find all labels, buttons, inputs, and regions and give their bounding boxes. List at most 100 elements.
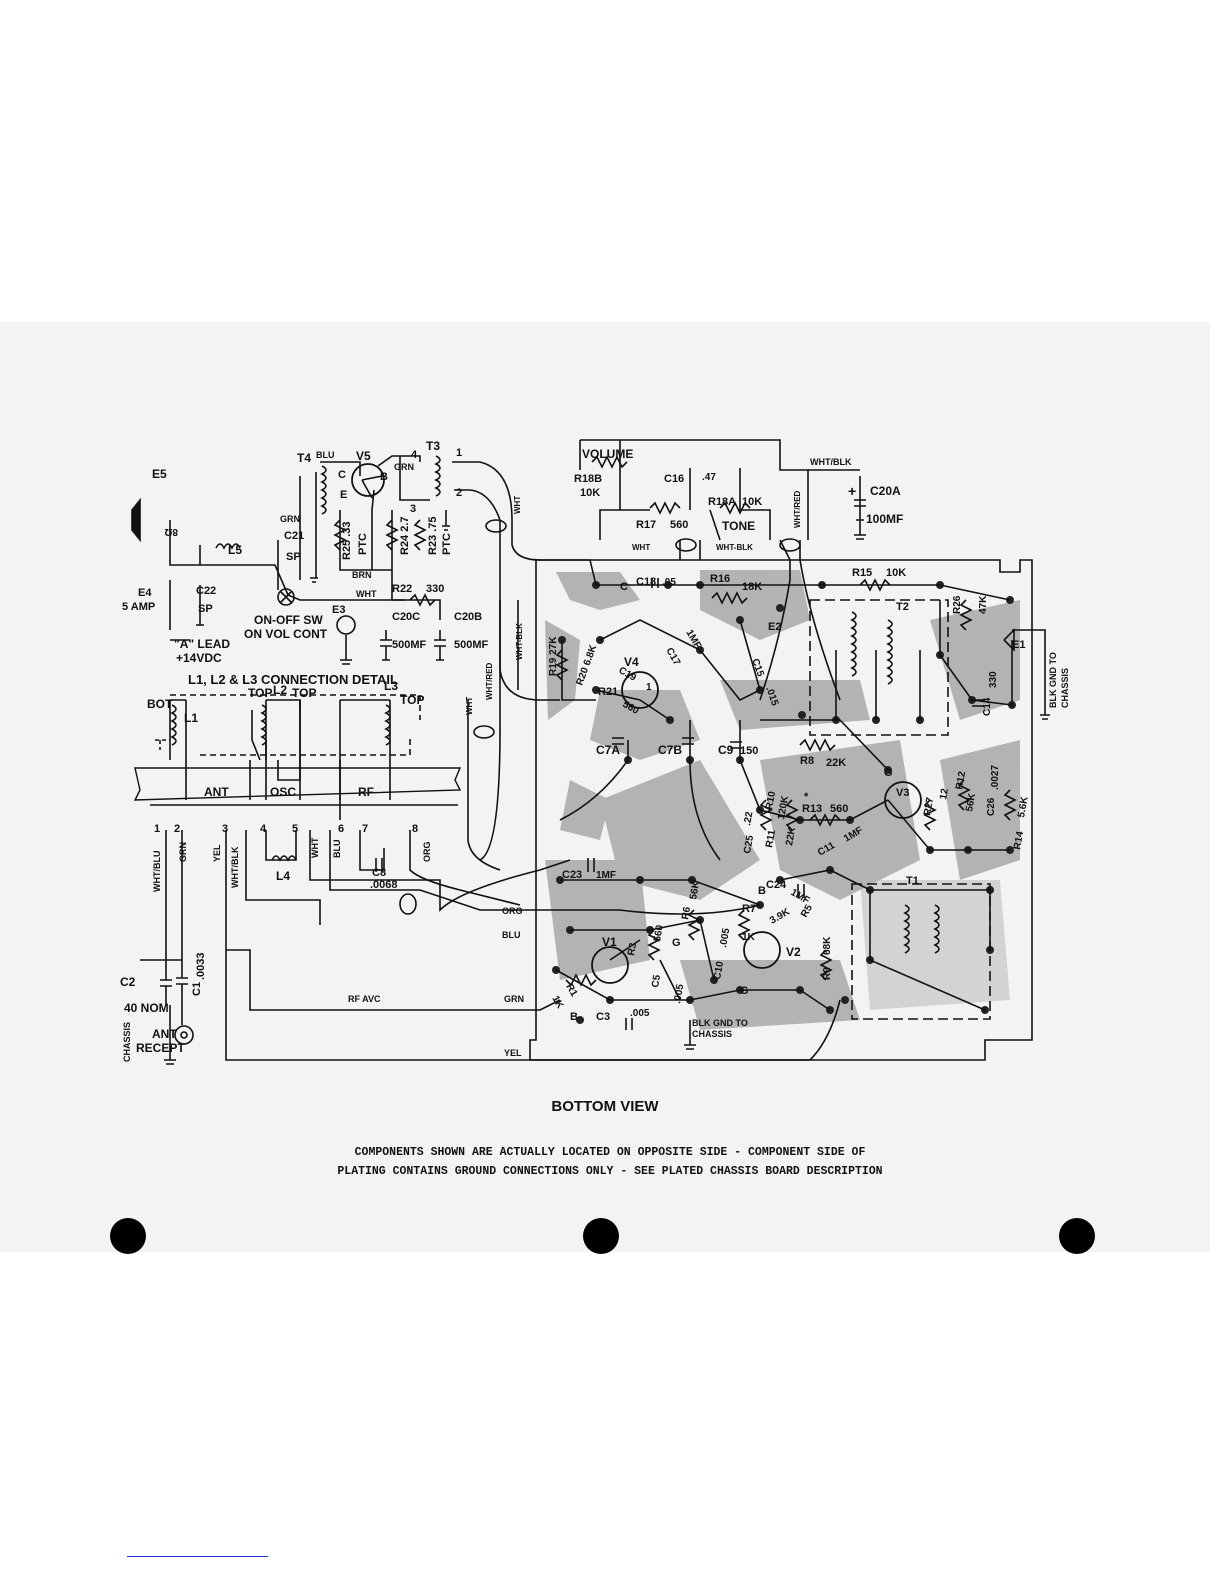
label-c26-value: .0027	[990, 765, 1001, 790]
label-r23: R23 .75	[427, 516, 439, 555]
label-r1-value: 1K	[549, 994, 565, 1011]
wiring	[133, 439, 1050, 1065]
label-c25-value: .22	[742, 810, 755, 826]
label-c17: C17	[663, 646, 682, 668]
label-gang-osc: OSC	[270, 785, 296, 799]
label-c20b: C20B	[454, 611, 482, 623]
label-r6-value: 56K	[688, 880, 702, 901]
label-blu-harness: BLU	[502, 930, 521, 940]
label-c20a-plus: +	[848, 483, 856, 499]
label-c19-value: 1	[646, 682, 652, 693]
punch-hole-left	[110, 1218, 146, 1254]
label-c1-value: .0033	[195, 952, 207, 980]
label-v4-c: C	[620, 581, 628, 593]
label-r12: R12	[954, 770, 968, 790]
label-v1: V1	[602, 935, 617, 949]
label-c9-value: 150	[740, 745, 758, 757]
label-tone: TONE	[722, 519, 755, 533]
label-c14: C14	[982, 697, 993, 716]
label-yel-pin3: YEL	[212, 844, 222, 862]
label-t3-2: 2	[456, 487, 462, 499]
label-r14-value: 5.6K	[1016, 795, 1031, 818]
label-wht-red-side: WHT/RED	[485, 662, 494, 700]
label-r27: R27	[922, 796, 936, 816]
label-r1: R1	[563, 982, 579, 999]
label-t3-1: 1	[456, 447, 462, 459]
label-c7a: C7A	[596, 743, 620, 757]
label-blu-pin6: BLU	[332, 840, 342, 859]
label-l2: L2	[273, 683, 287, 697]
label-r15-value: 10K	[886, 567, 906, 579]
label-l2-top-a: TOP	[248, 686, 272, 700]
label-c15: C15	[749, 657, 766, 678]
label-r26-value: 47K	[978, 595, 989, 614]
label-gang-rf: RF	[358, 785, 374, 799]
label-grn: GRN	[394, 462, 414, 472]
label-r5: R5	[799, 903, 815, 920]
label-gang-ant: ANT	[204, 785, 229, 799]
caption-note-line1: COMPONENTS SHOWN ARE ACTUALLY LOCATED ON…	[354, 1146, 866, 1159]
label-r17: R17	[636, 519, 656, 531]
label-on-vol-cont: ON VOL CONT	[244, 627, 328, 641]
label-l5: L5	[228, 543, 242, 557]
label-v5: V5	[356, 449, 371, 463]
label-c3: C3	[596, 1011, 610, 1023]
label-r13-value: 560	[830, 803, 848, 815]
label-c21: C21	[284, 530, 304, 542]
label-r25: R25 .33	[341, 521, 353, 560]
label-blk-gnd: BLK GND TO	[1048, 652, 1058, 708]
label-wht-pin5: WHT	[310, 837, 320, 858]
label-c14-value: 330	[988, 671, 999, 688]
label-a-lead: "A" LEAD	[174, 637, 230, 651]
label-c7b: C7B	[658, 743, 682, 757]
label-c8: C8	[372, 867, 386, 879]
label-wht-blk-vol: WHT-BLK	[716, 543, 753, 552]
label-r17-value: 560	[670, 519, 688, 531]
label-sp1: SP	[286, 551, 301, 563]
label-r10-value: 120K	[776, 794, 791, 820]
component-symbols	[131, 455, 1017, 1030]
label-r8-value: 22K	[826, 757, 846, 769]
label-c24-value: 1MF	[789, 887, 812, 907]
label-c2: C2	[120, 975, 136, 989]
label-l2-top-b: TOP	[292, 686, 316, 700]
label-r3: R3	[626, 942, 639, 957]
label-l1-bot: BOT	[147, 697, 173, 711]
label-wht-blk-pin3: WHT/BLK	[230, 846, 240, 888]
label-r16-value: 18K	[742, 581, 762, 593]
label-r19: R19 27K	[548, 636, 559, 676]
label-r11: R11	[764, 829, 778, 849]
pcb-board	[529, 559, 1033, 1061]
label-org-pin8: ORG	[422, 841, 432, 862]
punch-hole-center	[583, 1218, 619, 1254]
label-t4: T4	[297, 451, 311, 465]
label-pin-6: 6	[338, 823, 344, 835]
footer-rule	[127, 1556, 268, 1557]
label-volume: VOLUME	[582, 447, 633, 461]
label-r22-value: 330	[426, 583, 444, 595]
label-wht-blk-top: WHT/BLK	[810, 457, 852, 467]
label-t3-3: 3	[410, 503, 416, 515]
label-chassis-e1: CHASSIS	[1060, 668, 1070, 708]
label-14vdc: +14VDC	[176, 651, 222, 665]
label-e1: E1	[1012, 639, 1025, 651]
label-pin-3: 3	[222, 823, 228, 835]
label-c3-value: .005	[630, 1008, 650, 1019]
label-r10: R10	[764, 790, 778, 810]
label-pin-5: 5	[292, 823, 298, 835]
label-c1: C1	[191, 982, 203, 996]
label-c20c: C20C	[392, 611, 420, 623]
label-c16-value: .47	[702, 472, 716, 483]
label-c10-value: .005	[718, 927, 732, 949]
label-c20a: C20A	[870, 484, 901, 498]
label-r13: R13	[802, 803, 822, 815]
label-rf-avc: RF AVC	[348, 994, 381, 1004]
label-pin-7: 7	[362, 823, 368, 835]
label-r18a: R18A	[708, 496, 736, 508]
label-v5-c: C	[338, 469, 346, 481]
schematic-labels: T4 BLU V5 B C E GRN T3 4 1 2 3 E5 8Ω R25…	[120, 439, 1070, 1062]
label-t3: T3	[426, 439, 440, 453]
label-r9-value: 68K	[822, 936, 833, 955]
label-v4: V4	[624, 655, 639, 669]
label-c5-value: .005	[672, 983, 686, 1005]
